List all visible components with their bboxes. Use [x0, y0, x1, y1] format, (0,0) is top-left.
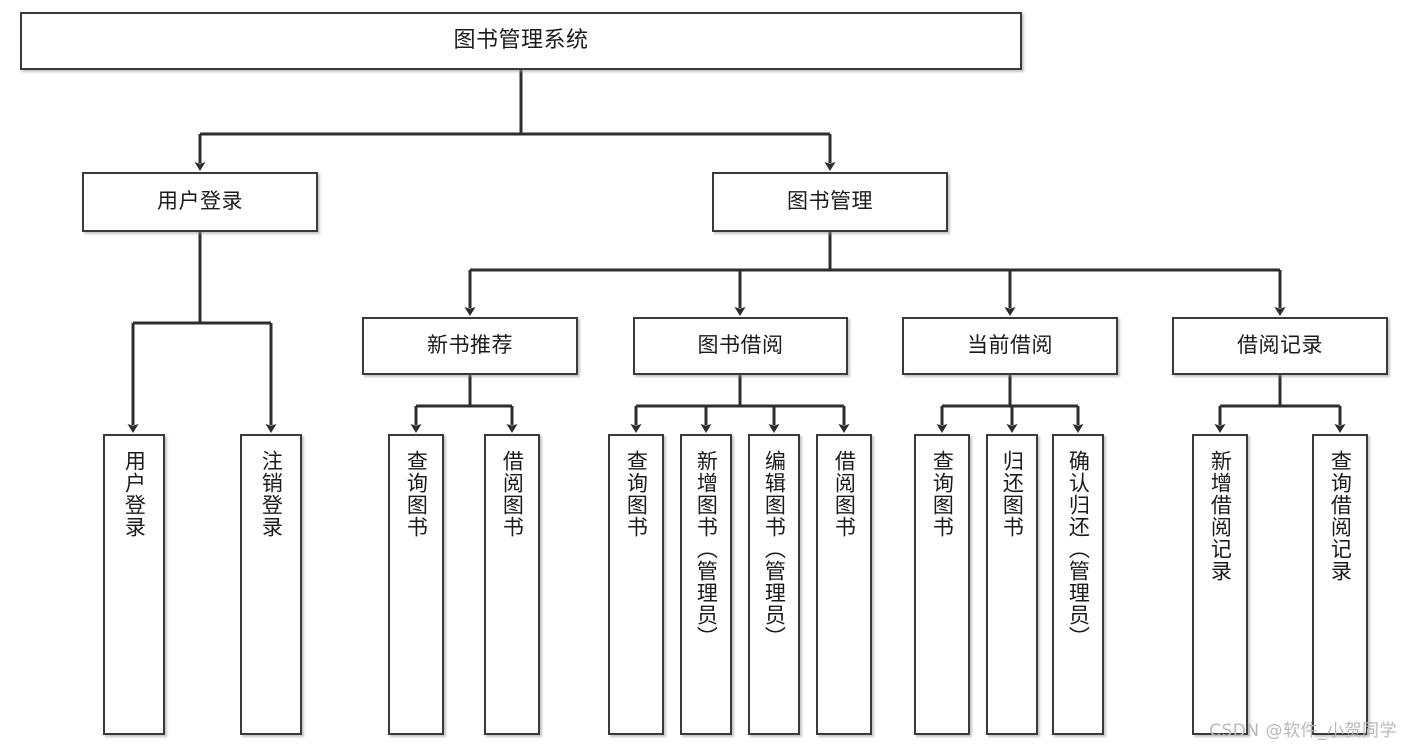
node-book-management[interactable]: 图书管理	[712, 172, 948, 232]
leaf-confirm-return-admin[interactable]: 确认归还（管理员）	[1052, 434, 1104, 735]
leaf-return-book-label: 归还图书	[1000, 450, 1025, 538]
leaf-user-logout-label: 注销登录	[259, 450, 284, 538]
node-user-login[interactable]: 用户登录	[82, 172, 318, 232]
node-book-borrow[interactable]: 图书借阅	[633, 317, 848, 375]
leaf-add-book-admin-label: 新增图书（管理员）	[694, 450, 719, 648]
node-root-label: 图书管理系统	[453, 27, 589, 53]
leaf-add-borrow-record[interactable]: 新增借阅记录	[1192, 434, 1248, 735]
node-new-book-recommend[interactable]: 新书推荐	[362, 317, 578, 375]
leaf-query-borrow-record[interactable]: 查询借阅记录	[1312, 434, 1368, 735]
leaf-edit-book-admin[interactable]: 编辑图书（管理员）	[748, 434, 800, 735]
node-borrow-record-label: 借阅记录	[1237, 333, 1323, 358]
leaf-user-logout[interactable]: 注销登录	[240, 434, 302, 735]
node-current-borrow-label: 当前借阅	[967, 333, 1053, 358]
node-book-borrow-label: 图书借阅	[697, 333, 784, 358]
leaf-query-book-borrow-label: 查询图书	[624, 450, 649, 538]
csdn-watermark: CSDN @软件_小贺同学	[1209, 721, 1397, 741]
leaf-add-book-admin[interactable]: 新增图书（管理员）	[680, 434, 732, 735]
leaf-user-login[interactable]: 用户登录	[103, 434, 165, 735]
leaf-borrow-book-recommend-label: 借阅图书	[500, 450, 525, 538]
leaf-borrow-book-recommend[interactable]: 借阅图书	[484, 434, 540, 735]
leaf-confirm-return-admin-label: 确认归还（管理员）	[1066, 450, 1091, 648]
leaf-borrow-book[interactable]: 借阅图书	[816, 434, 872, 735]
leaf-edit-book-admin-label: 编辑图书（管理员）	[762, 450, 787, 648]
leaf-query-book-recommend-label: 查询图书	[404, 450, 429, 538]
node-borrow-record[interactable]: 借阅记录	[1172, 317, 1388, 375]
leaf-query-borrow-record-label: 查询借阅记录	[1328, 450, 1353, 582]
node-root[interactable]: 图书管理系统	[20, 12, 1022, 70]
leaf-query-book-current-label: 查询图书	[930, 450, 955, 538]
leaf-query-book-recommend[interactable]: 查询图书	[388, 434, 444, 735]
leaf-return-book[interactable]: 归还图书	[986, 434, 1038, 735]
node-user-login-label: 用户登录	[157, 189, 243, 214]
node-current-borrow[interactable]: 当前借阅	[902, 317, 1118, 375]
node-new-book-recommend-label: 新书推荐	[427, 333, 513, 358]
leaf-add-borrow-record-label: 新增借阅记录	[1208, 450, 1233, 582]
node-book-management-label: 图书管理	[787, 189, 873, 214]
leaf-borrow-book-label: 借阅图书	[832, 450, 857, 538]
leaf-query-book-current[interactable]: 查询图书	[914, 434, 970, 735]
leaf-user-login-label: 用户登录	[122, 450, 147, 538]
leaf-query-book-borrow[interactable]: 查询图书	[608, 434, 664, 735]
